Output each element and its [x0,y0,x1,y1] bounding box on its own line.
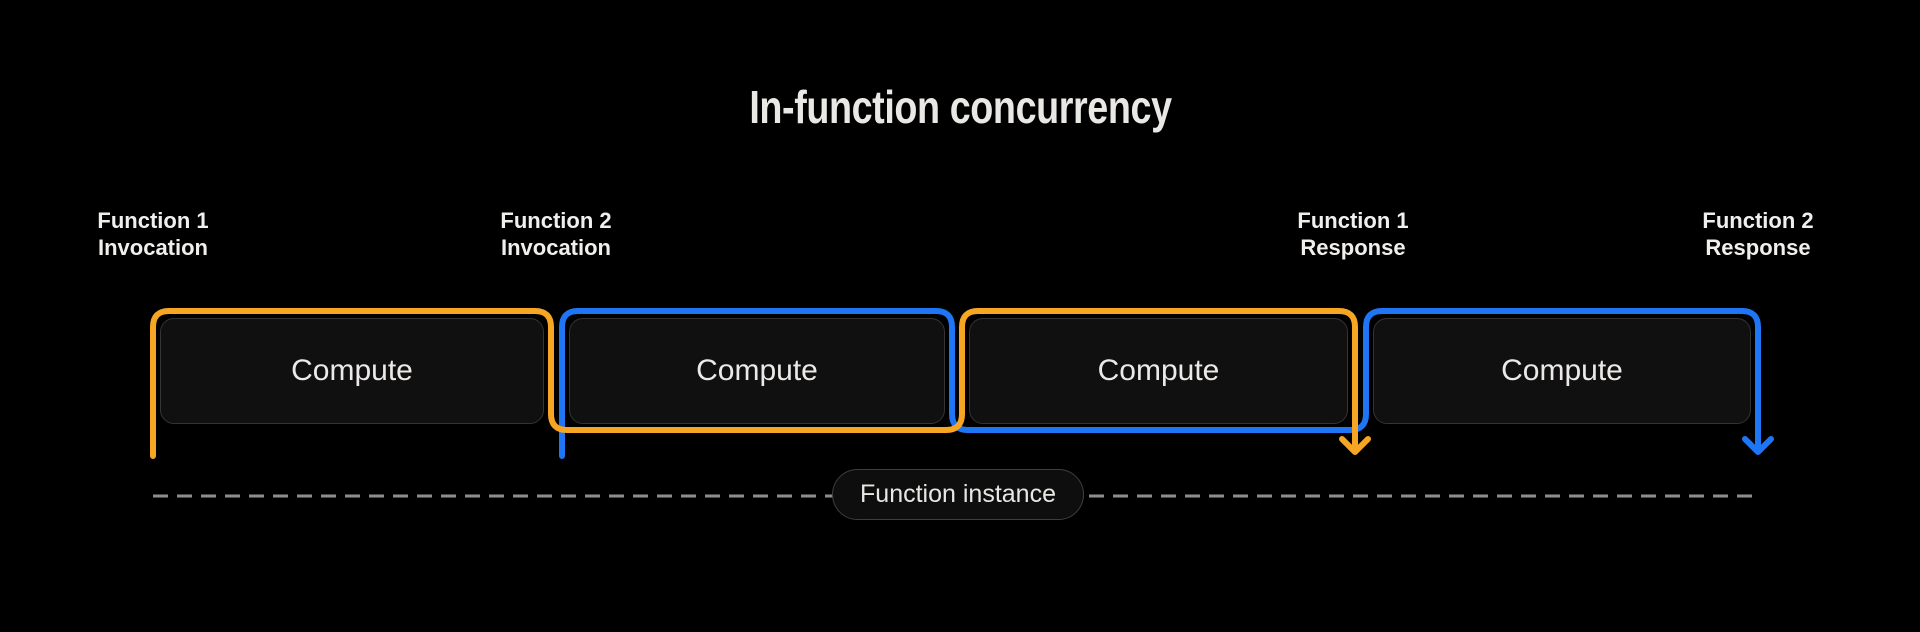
compute-box-2: Compute [569,318,945,424]
compute-box-3: Compute [969,318,1348,424]
label-function2-response: Function 2 Response [1628,207,1888,261]
compute-box-4: Compute [1373,318,1751,424]
label-function1-response: Function 1 Response [1223,207,1483,261]
compute-box-1: Compute [160,318,544,424]
function-instance-pill: Function instance [832,469,1084,520]
label-function2-invocation: Function 2 Invocation [426,207,686,261]
compute-box-label: Compute [291,354,413,387]
compute-box-label: Compute [1097,354,1220,387]
compute-box-label: Compute [696,354,818,387]
label-line2: Response [1705,235,1811,260]
label-line2: Invocation [500,235,611,260]
function-instance-pill-label: Function instance [860,480,1056,508]
compute-box-label: Compute [1501,354,1623,387]
diagram-title-text: In-function concurrency [748,81,1172,133]
diagram-title: In-function concurrency [0,80,1920,134]
label-line1: Function 2 [1702,208,1814,233]
label-line1: Function 2 [500,208,612,233]
label-line1: Function 1 [1297,208,1409,233]
function1-response-arrowhead-icon [1339,436,1371,455]
function2-response-arrowhead-icon [1742,436,1774,455]
label-function1-invocation: Function 1 Invocation [23,207,283,261]
label-line2: Response [1300,235,1406,260]
label-line1: Function 1 [97,208,209,233]
label-line2: Invocation [97,235,208,260]
